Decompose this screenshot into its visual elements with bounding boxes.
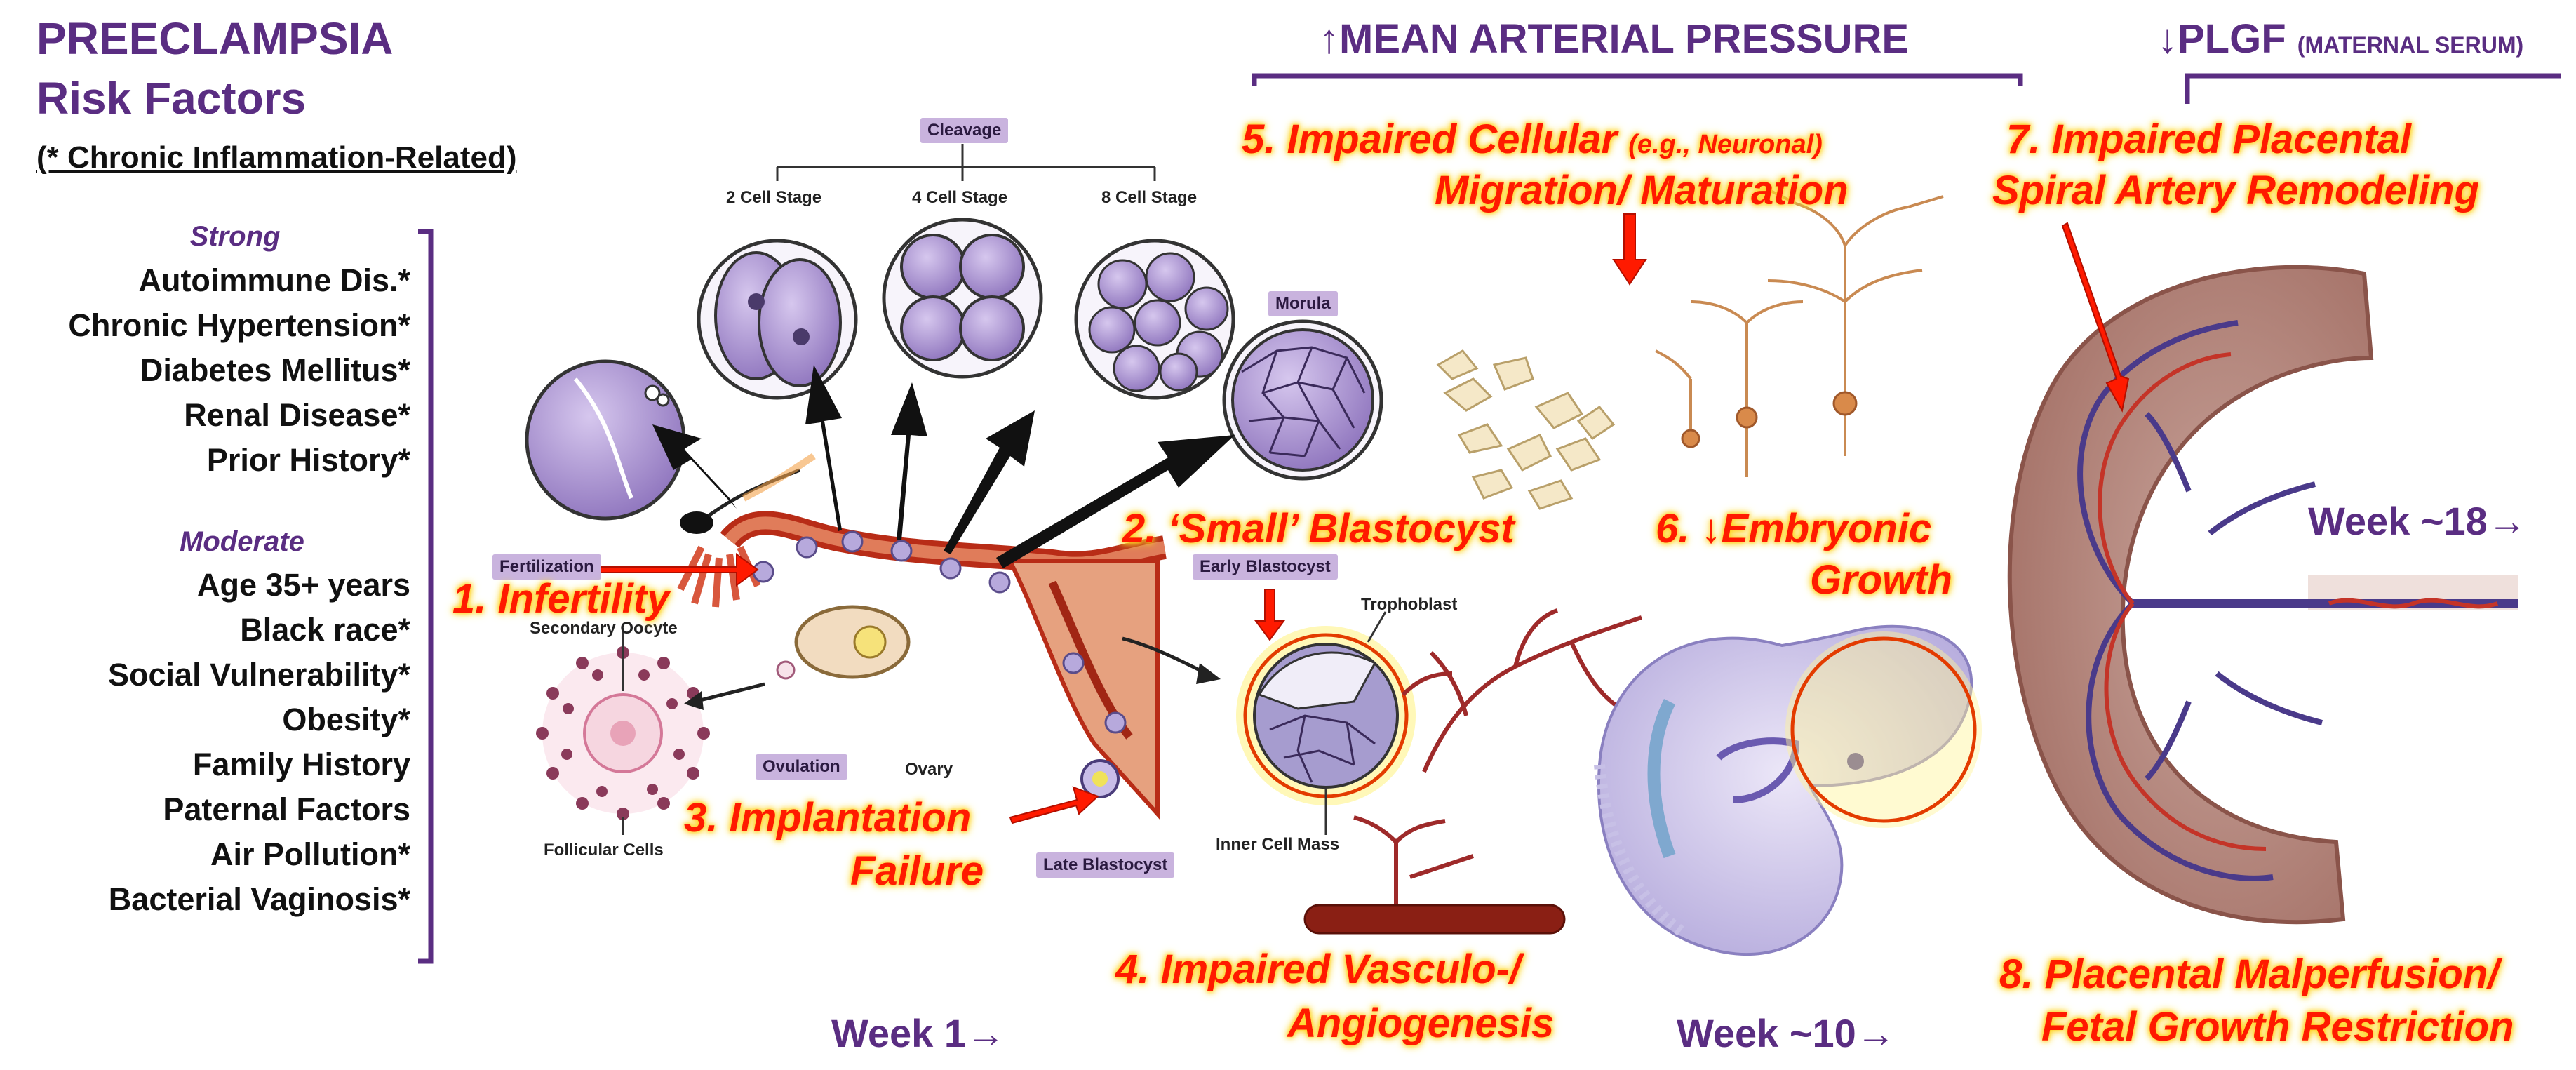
event-migration-line1-note: (e.g., Neuronal) xyxy=(1628,130,1823,159)
fertilization-tag: Fertilization xyxy=(492,554,601,580)
cleavage-tag: Cleavage xyxy=(920,118,1009,143)
red-arrows xyxy=(575,213,2130,824)
risk-factors-subtitle: (* Chronic Inflammation-Related) xyxy=(36,140,517,175)
ovulation-arrow xyxy=(694,682,765,704)
oocyte-illustration xyxy=(536,631,710,835)
cleavage-tree xyxy=(776,144,1156,181)
blood-vessel-tube xyxy=(1303,904,1566,935)
eight-cell-illustration xyxy=(1074,239,1235,400)
early-blastocyst-tag: Early Blastocyst xyxy=(1193,554,1338,580)
risk-factors-title-line2: Risk Factors xyxy=(36,73,307,123)
list-item: Age 35+ years xyxy=(197,567,410,603)
list-item: Family History xyxy=(192,747,410,782)
event-vasculogenesis-line2: Angiogenesis xyxy=(1287,1001,1555,1046)
eight-cell-label: 8 Cell Stage xyxy=(1101,188,1198,207)
strong-label: Strong xyxy=(189,221,281,252)
event-migration-line1-main: 5. Impaired Cellular xyxy=(1242,116,1618,162)
risk-factors-title-line1: PREECLAMPSIA xyxy=(36,13,394,64)
two-cell-illustration xyxy=(697,239,858,400)
list-item: Prior History* xyxy=(206,442,410,478)
strong-list: Autoimmune Dis.* Chronic Hypertension* D… xyxy=(7,258,410,483)
event-vasculogenesis-line1: 4. Impaired Vasculo-/ xyxy=(1115,947,1522,992)
plgf-bracket xyxy=(2185,73,2561,104)
plgf-header-note: (MATERNAL SERUM) xyxy=(2297,32,2524,58)
placenta-illustration xyxy=(2007,265,2518,925)
event-malperfusion-line1: 8. Placental Malperfusion/ xyxy=(1999,951,2500,997)
angiogenesis-illustration xyxy=(1353,608,1642,905)
development-arrows xyxy=(652,365,1235,568)
event-malperfusion-line2: Fetal Growth Restriction xyxy=(2041,1004,2514,1050)
list-item: Diabetes Mellitus* xyxy=(140,352,410,388)
list-item: Obesity* xyxy=(282,702,410,737)
late-blastocyst-tag: Late Blastocyst xyxy=(1036,852,1175,878)
ovary-label: Ovary xyxy=(905,760,953,779)
secondary-oocyte-label: Secondary Oocyte xyxy=(530,619,678,638)
list-item: Black race* xyxy=(240,612,410,648)
event-spiral-artery-line2: Spiral Artery Remodeling xyxy=(1992,168,2480,213)
map-header: ↑MEAN ARTERIAL PRESSURE xyxy=(1319,16,1910,62)
list-item: Paternal Factors xyxy=(163,791,410,827)
list-item: Social Vulnerability* xyxy=(108,657,410,693)
list-item: Renal Disease* xyxy=(184,397,410,433)
week-18-label: Week ~18→ xyxy=(2308,499,2527,543)
embryo-illustration xyxy=(1594,624,1982,956)
event-migration-line2: Migration/ Maturation xyxy=(1435,168,1849,213)
ovulation-tag: Ovulation xyxy=(756,754,847,780)
plgf-header: ↓PLGF (MATERNAL SERUM) xyxy=(2157,15,2523,62)
event-migration-line1: 5. Impaired Cellular (e.g., Neuronal) xyxy=(1242,116,1823,163)
early-blastocyst-illustration xyxy=(1236,611,1416,835)
morula-tag: Morula xyxy=(1268,291,1338,316)
list-item: Autoimmune Dis.* xyxy=(138,262,410,298)
moderate-label: Moderate xyxy=(180,526,304,557)
week-10-label: Week ~10→ xyxy=(1677,1011,1896,1055)
two-cell-label: 2 Cell Stage xyxy=(726,188,822,207)
migrating-cells-illustration xyxy=(1436,349,1616,510)
blastocyst-arrow xyxy=(1122,636,1208,676)
inner-cell-mass-label: Inner Cell Mass xyxy=(1216,835,1340,854)
follicular-cells-label: Follicular Cells xyxy=(544,841,664,860)
plgf-header-main: ↓PLGF xyxy=(2157,16,2286,62)
event-embryonic-growth-line1: 6. ↓Embryonic xyxy=(1656,506,1932,551)
uterine-tube-illustration xyxy=(677,511,1167,820)
trophoblast-label: Trophoblast xyxy=(1361,595,1458,614)
event-embryonic-growth-line2: Growth xyxy=(1810,557,1952,603)
list-item: Chronic Hypertension* xyxy=(68,307,410,343)
moderate-list: Age 35+ years Black race* Social Vulnera… xyxy=(7,563,410,922)
sperm-illustration xyxy=(680,453,816,534)
four-cell-illustration xyxy=(882,218,1043,379)
risk-factor-bracket xyxy=(418,229,434,964)
zygote-illustration xyxy=(525,359,686,521)
event-infertility: 1. Infertility xyxy=(452,576,670,622)
list-item: Air Pollution* xyxy=(210,836,410,872)
event-spiral-artery-line1: 7. Impaired Placental xyxy=(2006,116,2412,162)
list-item: Bacterial Vaginosis* xyxy=(108,881,410,917)
four-cell-label: 4 Cell Stage xyxy=(912,188,1008,207)
event-implantation-line2: Failure xyxy=(850,848,984,894)
map-bracket xyxy=(1252,73,2023,86)
event-small-blastocyst: 2. ‘Small’ Blastocyst xyxy=(1122,506,1515,551)
event-implantation-line1: 3. Implantation xyxy=(684,795,972,841)
week-1-label: Week 1→ xyxy=(831,1011,1005,1055)
morula-illustration xyxy=(1222,319,1383,481)
